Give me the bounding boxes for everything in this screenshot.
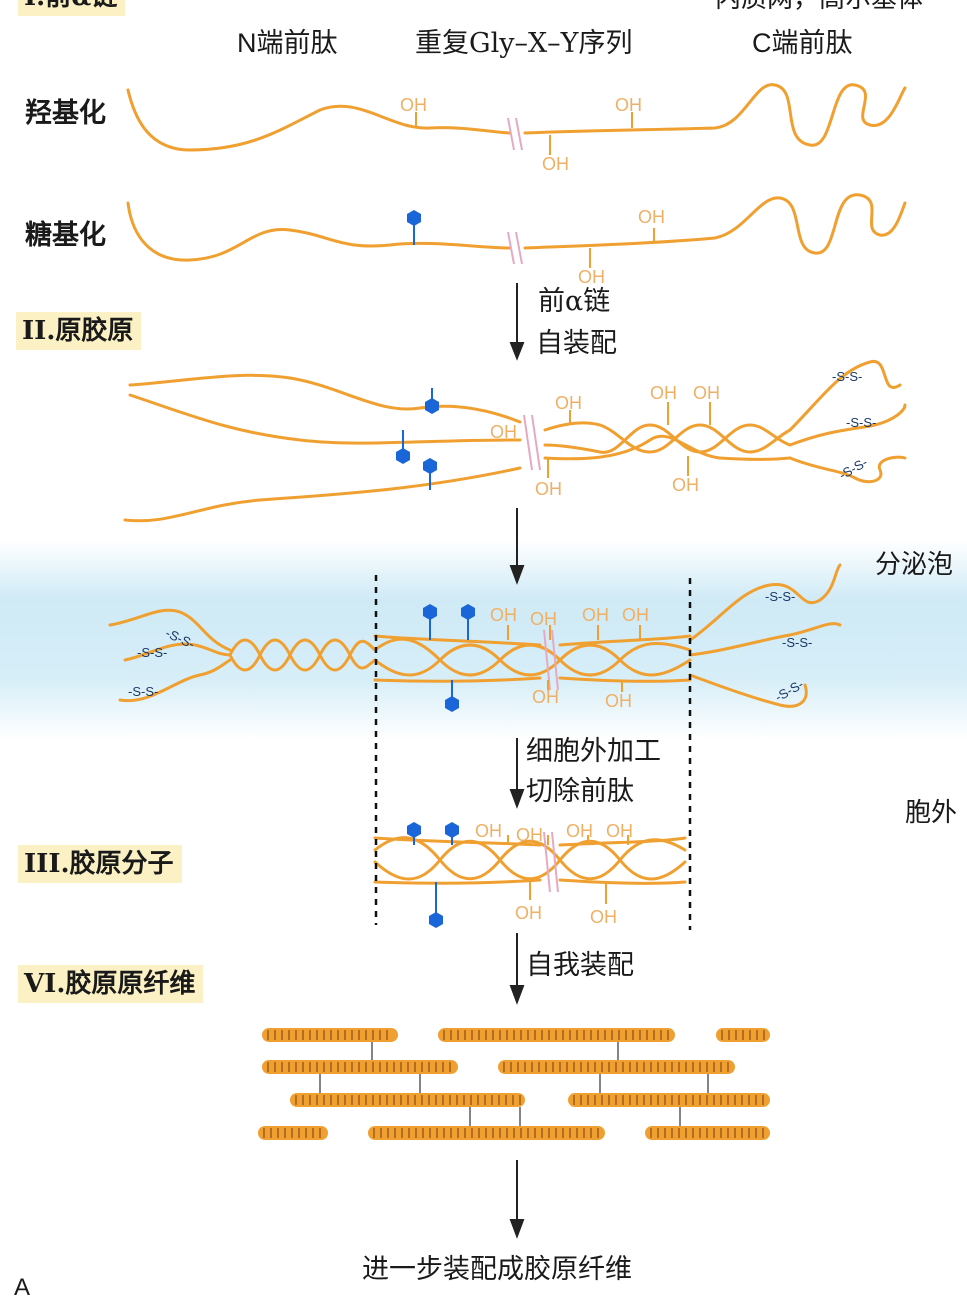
sugar-icon: [461, 604, 475, 620]
procollagen-c-tails: [788, 360, 907, 484]
compartment-label-vesicle: 分泌泡: [875, 550, 954, 580]
oh-label: OH: [516, 825, 543, 845]
compartment-label-outside: 胞外: [905, 798, 958, 828]
break-mark-procollagen: [523, 414, 541, 471]
secretory-vesicle-band: [0, 540, 967, 740]
panel-letter: A: [14, 1274, 31, 1301]
oh-stems: [415, 112, 711, 904]
step-label-pro-alpha: 前α链: [538, 286, 611, 317]
vesicle-left-coil-a: [228, 638, 377, 672]
oh-label: OH: [532, 687, 559, 707]
molecule-helix-1: [373, 836, 687, 881]
step-label-self-assembly-2: 自我装配: [526, 950, 634, 981]
oh-label: OH: [638, 207, 665, 227]
sugar-icon: [423, 604, 437, 620]
oh-label: OH: [475, 821, 502, 841]
vesicle-left-coil-b: [228, 638, 377, 672]
sugar-icon: [407, 210, 421, 226]
sugar-icon: [445, 822, 459, 838]
vesicle-right-tails: [688, 563, 842, 708]
fibril-molecule: [258, 1126, 328, 1140]
disulfide-label: -S-S-: [765, 589, 796, 604]
step-label-extracellular-processing: 细胞外加工: [526, 736, 661, 767]
sugar-icon: [429, 912, 443, 928]
oh-label: OH: [578, 267, 605, 287]
sugar-icon: [425, 398, 439, 414]
oh-label: OH: [490, 422, 517, 442]
oh-label: OH: [693, 383, 720, 403]
oh-label: OH: [566, 821, 593, 841]
section-label-procollagen: II.原胶原: [16, 312, 142, 350]
vesicle-left-tails: [108, 608, 232, 703]
sugar-icon: [396, 448, 410, 464]
section-label-fibril: VI.胶原原纤维: [18, 965, 204, 1003]
step-label-self-assembly-1: 自装配: [536, 328, 617, 359]
oh-label: OH: [555, 393, 582, 413]
oh-label: OH: [535, 479, 562, 499]
oh-label: OH: [515, 903, 542, 923]
fibril-bars: [258, 1028, 770, 1140]
molecule-helix-2: [373, 839, 687, 881]
arrow-head-1: [509, 342, 525, 361]
disulfide-label: -S-S-: [846, 415, 877, 430]
column-header-c-propeptide: C端前肽: [752, 28, 853, 58]
procollagen-chain-2: [128, 393, 522, 445]
glycosylation-chain: [126, 193, 907, 262]
oh-label: OH: [650, 383, 677, 403]
procollagen-helix-1: [543, 421, 792, 454]
oh-label: OH: [672, 475, 699, 495]
sugar-stems: [402, 222, 469, 915]
procollagen-helix-3: [543, 434, 792, 461]
disulfide-label: -S-S-: [128, 684, 159, 699]
fibril-molecule: [262, 1060, 458, 1074]
oh-label: OH: [622, 605, 649, 625]
oh-label: OH: [606, 821, 633, 841]
vesicle-mid-helix-3: [373, 634, 692, 683]
arrow-head-5: [509, 1219, 525, 1239]
disulfide-label: -S-S-: [137, 645, 168, 660]
sugar-icon: [423, 458, 437, 474]
oh-label: OH: [542, 154, 569, 174]
break-mark-row1: [507, 117, 523, 151]
column-header-repeat-sequence: 重复Gly–X–Y序列: [415, 28, 633, 59]
oh-label: OH: [582, 605, 609, 625]
top-right-label-partial: 内质网，高尔基体: [715, 0, 923, 12]
arrow-head-3: [509, 789, 525, 809]
step-label-propeptide-cleavage: 切除前肽: [526, 776, 634, 807]
vesicle-mid-helix-2: [373, 643, 692, 677]
disulfide-label: -S-S-: [782, 635, 813, 650]
fibril-molecule: [568, 1093, 770, 1107]
section-1-label-partial: I.前α链: [18, 0, 126, 16]
hydroxylation-chain: [126, 83, 907, 152]
section-label-collagen-molecule: III.胶原分子: [18, 845, 182, 883]
arrow-head-2: [509, 565, 525, 585]
column-header-n-propeptide: N端前肽: [237, 28, 338, 58]
row-label-glycosylation: 糖基化: [25, 220, 106, 251]
procollagen-chain-3: [123, 466, 522, 523]
molecule-helix-3: [373, 836, 687, 885]
oh-label: OH: [590, 907, 617, 927]
procollagen-helix-2: [543, 423, 792, 454]
oh-label: OH: [490, 605, 517, 625]
step-label-final-assembly: 进一步装配成胶原纤维: [362, 1254, 632, 1285]
oh-label: OH: [615, 95, 642, 115]
sugar-icon: [445, 696, 459, 712]
oh-label: OH: [530, 609, 557, 629]
oh-label: OH: [400, 95, 427, 115]
break-mark-row2: [507, 231, 523, 265]
arrow-head-4: [509, 985, 525, 1005]
break-mark-molecule: [543, 831, 559, 893]
oh-label: OH: [605, 691, 632, 711]
row-label-hydroxylation: 羟基化: [25, 98, 106, 129]
disulfide-label: -S-S-: [832, 369, 863, 384]
procollagen-chain-1: [128, 373, 522, 424]
sugar-icon: [407, 822, 421, 838]
